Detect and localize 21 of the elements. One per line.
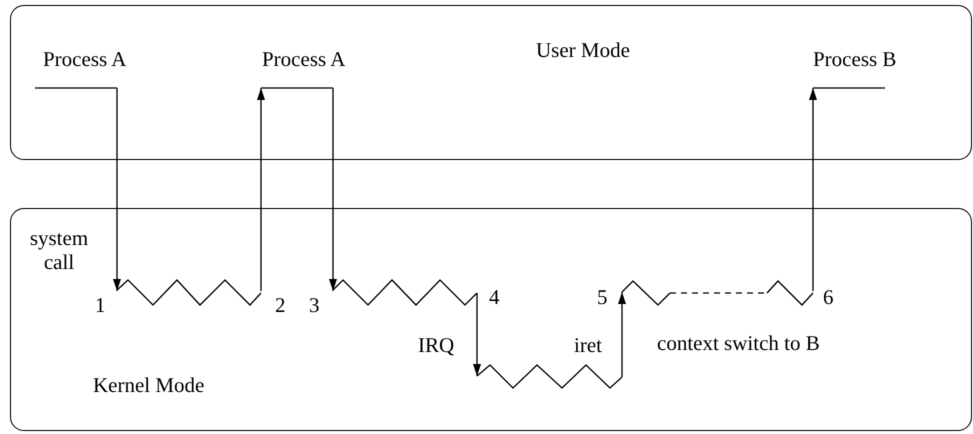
arrow: [257, 88, 265, 291]
text-label: Process B: [813, 47, 896, 72]
arrow: [809, 88, 817, 291]
point-number: 1: [95, 293, 106, 318]
point-number: 6: [823, 285, 834, 310]
point-number: 2: [275, 293, 286, 318]
region-title: Kernel Mode: [93, 375, 204, 396]
point-number: 4: [489, 285, 500, 310]
text-label: iret: [574, 333, 602, 358]
mode-region: [10, 5, 972, 160]
point-number: 3: [309, 293, 320, 318]
text-label: IRQ: [418, 333, 454, 358]
text-label: Process A: [43, 47, 126, 72]
arrow: [329, 88, 337, 291]
text-label: context switch to B: [657, 331, 820, 356]
arrow: [113, 88, 121, 291]
mode-region: [10, 208, 972, 431]
text-label: Process A: [262, 47, 346, 72]
point-number: 5: [597, 285, 608, 310]
edge-label: system call: [28, 226, 90, 274]
region-title: User Mode: [536, 40, 630, 61]
